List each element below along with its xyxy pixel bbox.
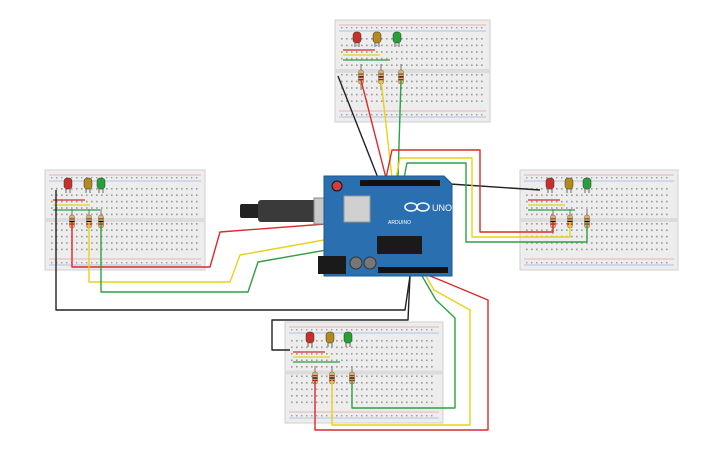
- black-wire: [449, 183, 541, 191]
- resistor-icon: [358, 64, 364, 90]
- analog-header: [378, 267, 448, 273]
- microcontroller-chip: [377, 236, 422, 254]
- breadboard-left: [44, 169, 206, 271]
- yellow-wire: [331, 275, 471, 426]
- red-wire: [360, 79, 387, 179]
- breadboard-right: [519, 169, 679, 271]
- led-red-icon: [305, 331, 315, 347]
- arduino-board[interactable]: UNO ARDUINO: [318, 175, 453, 277]
- led-green-icon: [582, 177, 592, 193]
- arduino-logo-icon: [404, 202, 430, 212]
- green-wire: [100, 222, 356, 293]
- led-green-icon: [343, 331, 353, 347]
- breadboard-bottom: [284, 321, 444, 424]
- led-red-icon: [352, 31, 362, 47]
- board-model-label: UNO: [432, 203, 452, 213]
- green-wire: [351, 275, 456, 409]
- usb-port: [343, 195, 371, 223]
- breadboard-top: [334, 19, 491, 123]
- yellow-wire: [88, 222, 353, 283]
- led-red-icon: [545, 177, 555, 193]
- red-wire: [385, 149, 554, 233]
- digital-header: [360, 180, 440, 186]
- red-wire: [71, 221, 353, 268]
- led-green-icon: [392, 31, 402, 47]
- green-wire: [403, 162, 588, 243]
- green-wire: [397, 79, 402, 179]
- led-yellow-icon: [325, 331, 335, 347]
- black-wire: [271, 275, 411, 351]
- yellow-wire: [395, 157, 571, 238]
- black-wire: [337, 75, 379, 179]
- black-wire: [55, 190, 411, 311]
- reset-button-icon[interactable]: [331, 180, 343, 192]
- wires: [55, 75, 588, 431]
- led-yellow-icon: [83, 177, 93, 193]
- led-yellow-icon: [372, 31, 382, 47]
- board-brand-label: ARDUINO: [388, 220, 411, 226]
- red-wire: [314, 275, 489, 431]
- led-yellow-icon: [564, 177, 574, 193]
- led-red-icon: [63, 177, 73, 193]
- power-jack-icon: [318, 256, 346, 274]
- led-green-icon: [96, 177, 106, 193]
